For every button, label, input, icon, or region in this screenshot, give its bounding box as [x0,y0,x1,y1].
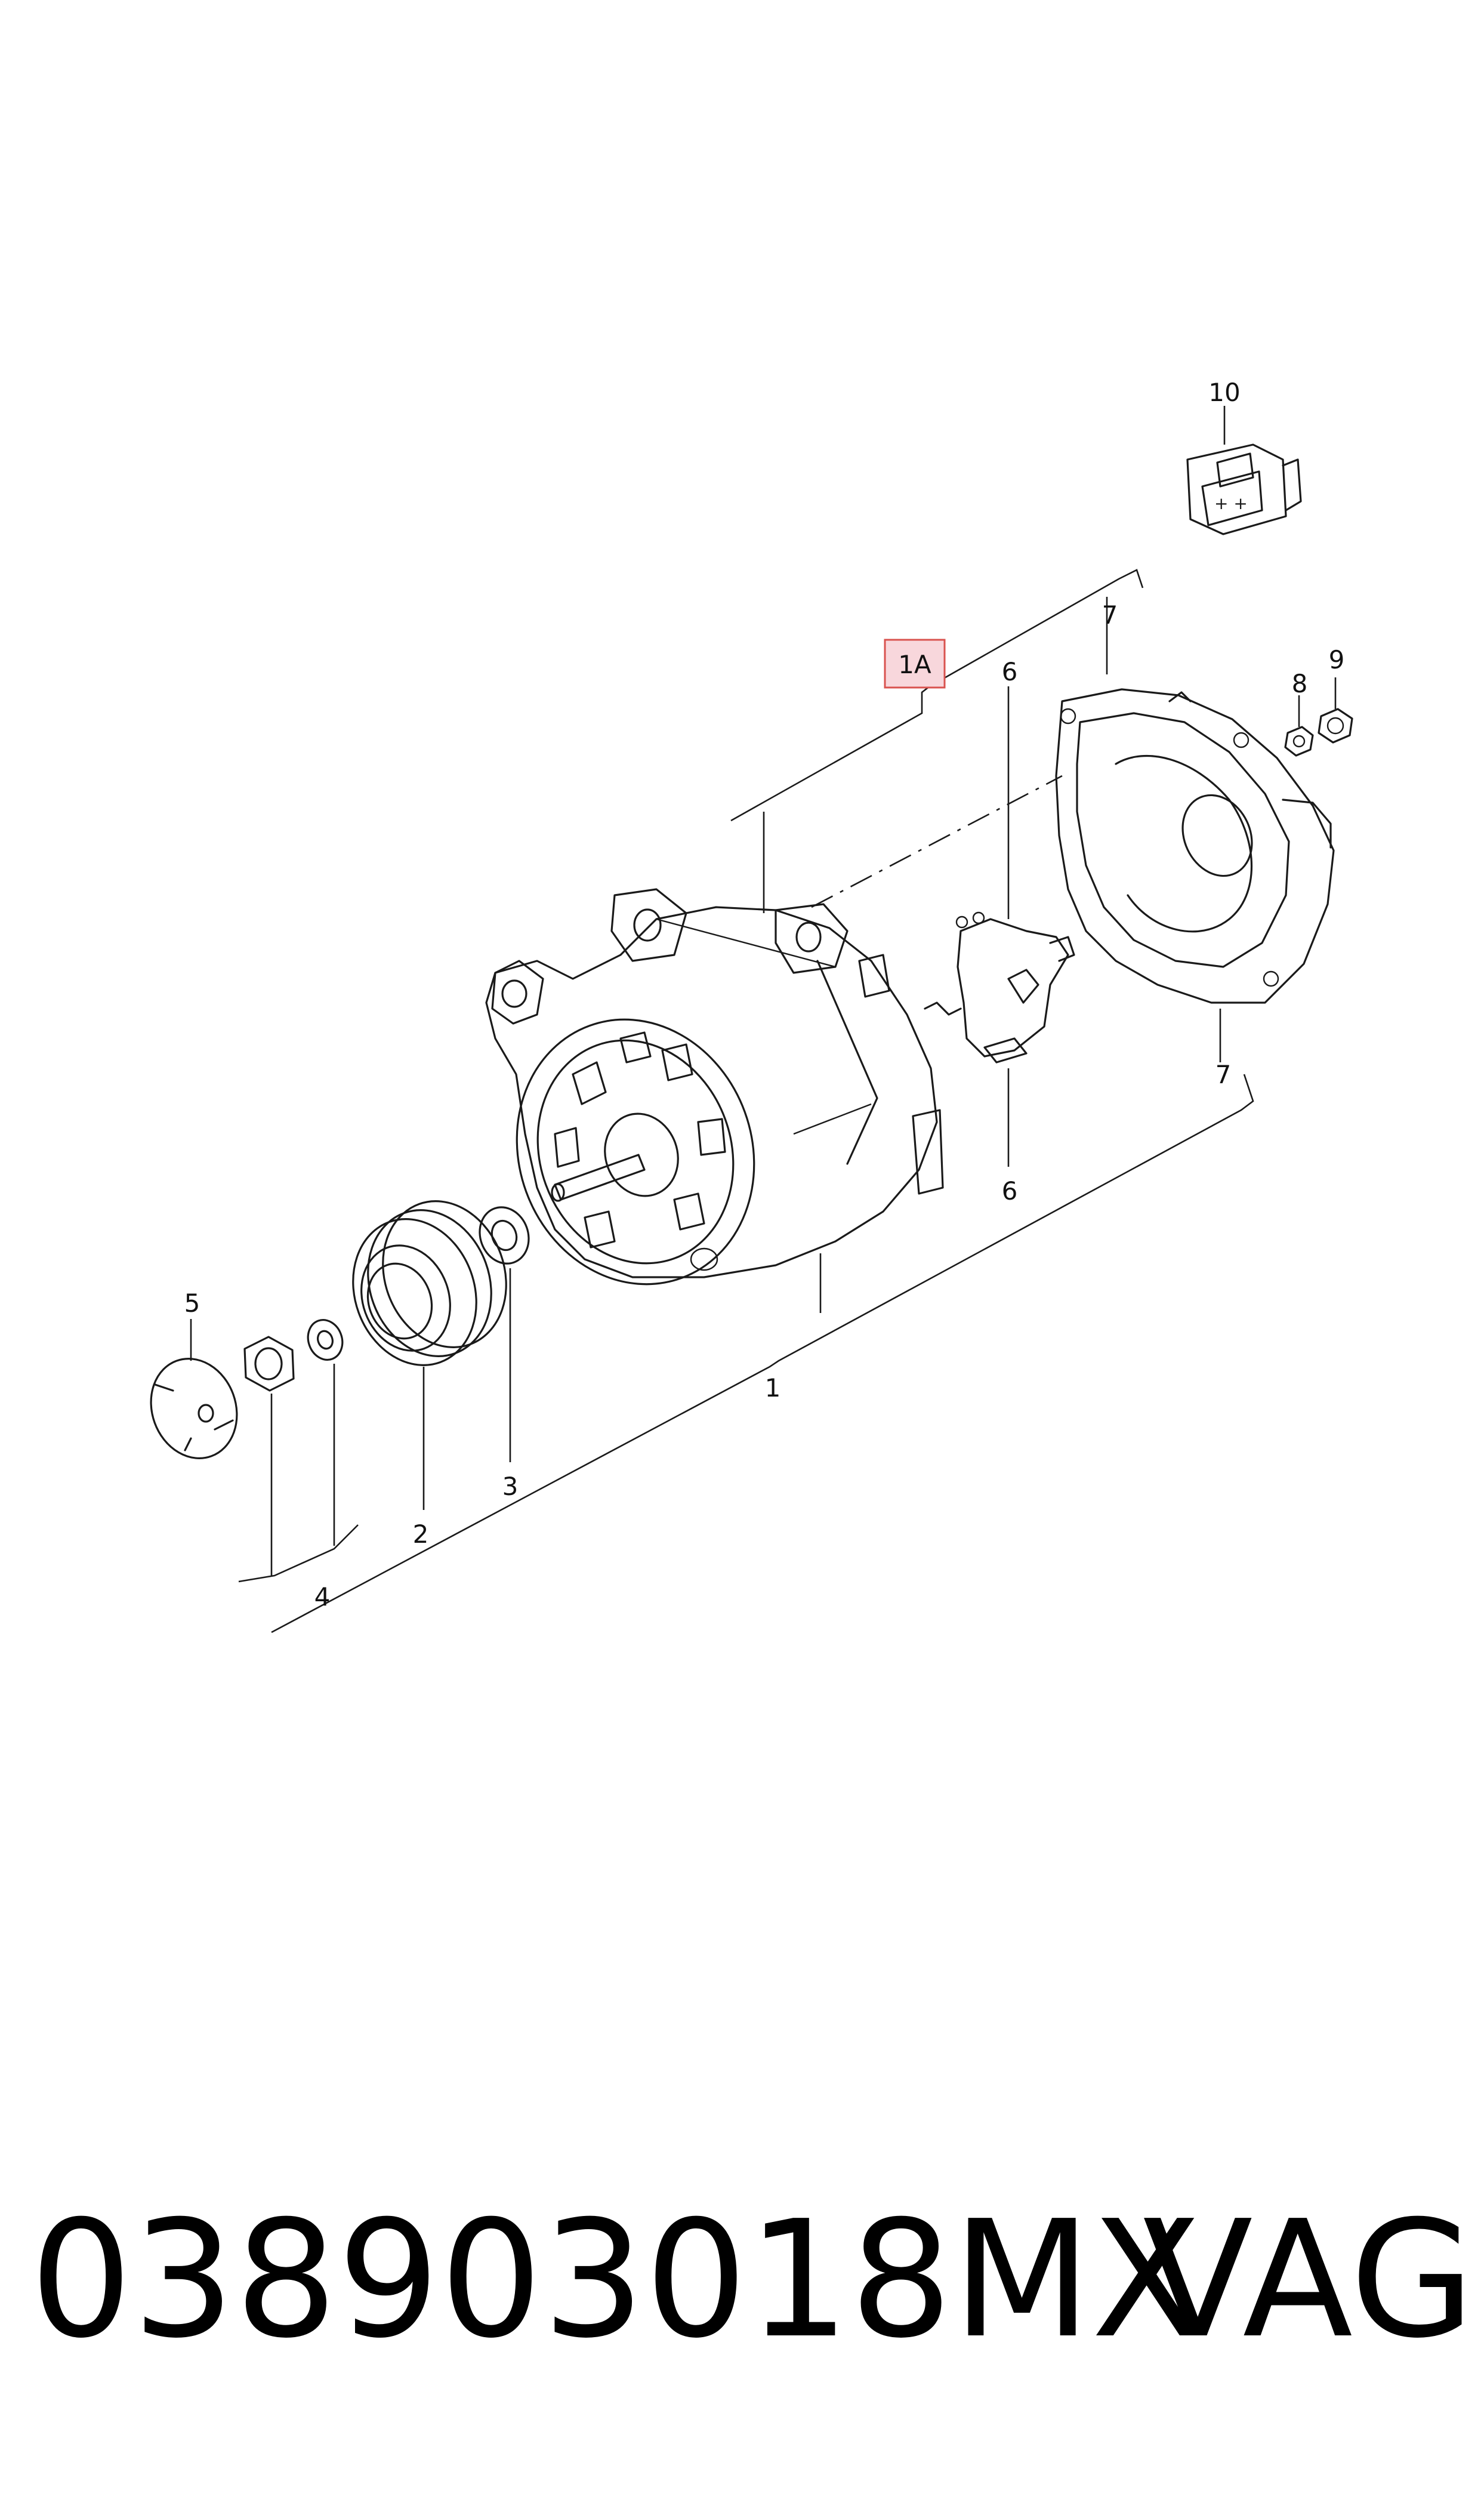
nut-part-8 [1284,726,1314,757]
callout-1a-highlight [884,639,946,689]
callout-1a: 1A [898,650,931,679]
svg-text:+ +: + + [1214,494,1248,513]
callout-6-bottom: 6 [1002,1176,1018,1206]
brand-name: VAG [1143,2186,1475,2374]
callout-10: 10 [1208,378,1240,407]
washer-part-4 [307,1319,344,1361]
alternator-body-part-1 [485,888,944,1286]
pulley-part-2 [352,1200,507,1366]
footer-caption: 038903018MX VAG [30,2186,1475,2374]
rear-cover-part-7 [1055,688,1335,1004]
callout-1: 1 [765,1373,781,1403]
callout-2: 2 [413,1520,429,1549]
bracket-group-1a [730,569,1144,822]
callout-8: 8 [1292,669,1308,698]
callout-4: 4 [314,1582,331,1611]
cap-part-5 [150,1358,238,1459]
callout-7-bottom: 7 [1215,1060,1232,1089]
callout-9: 9 [1329,645,1345,674]
bracket-group-1 [271,1074,1254,1633]
callout-7-top: 7 [1102,600,1118,630]
washer-part-3 [479,1206,530,1265]
callout-3: 3 [502,1472,519,1501]
nut-part-9 [1318,708,1353,744]
part-number: 038903018MX [30,2186,1202,2374]
nut-part-4 [243,1336,295,1392]
voltage-regulator-part-6 [924,911,1075,1064]
connector-plug-part-10: + + [1186,443,1302,535]
callout-5: 5 [184,1289,200,1318]
callout-6-top: 6 [1002,657,1018,686]
